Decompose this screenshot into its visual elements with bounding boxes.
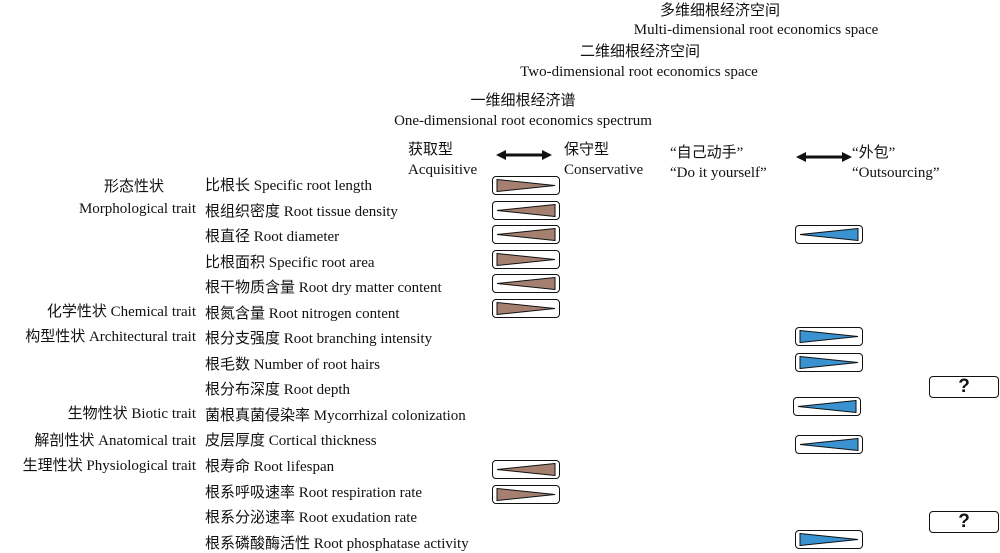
trait-label: 比根面积 Specific root area [205,255,375,271]
wedge-indicator-brown [492,225,560,244]
question-box: ? [929,511,999,533]
wedge-triangle [496,228,556,241]
one-dim-title-cn: 一维细根经济谱 [470,93,576,109]
trait-label: 比根长 Specific root length [205,178,373,194]
acquisitive-label-cn: 获取型 [408,142,454,158]
category-physiological: 生理性状 Physiological trait [22,458,196,474]
category-morphological-cn: 形态性状 [103,179,164,195]
question-box: ? [929,376,999,398]
wedge-triangle [496,277,556,290]
acquisitive-label-en: Acquisitive [408,162,478,178]
outsourcing-label-cn: “外包” [852,145,896,161]
wedge-triangle [799,356,859,369]
diy-outsourcing-arrow [796,152,852,162]
trait-label: 根氮含量 Root nitrogen content [205,306,400,322]
trait-label: 皮层厚度 Cortical thickness [205,433,377,449]
trait-label: 根干物质含量 Root dry matter content [205,280,442,296]
diy-label-cn: “自己动手” [670,145,744,161]
trait-label: 根直径 Root diameter [205,229,340,245]
wedge-triangle [496,302,556,315]
multi-dim-title-en: Multi-dimensional root economics space [633,22,879,38]
wedge-triangle [496,179,556,192]
conservative-label-cn: 保守型 [564,142,610,158]
wedge-indicator-brown [492,274,560,293]
two-dim-title-cn: 二维细根经济空间 [579,44,701,60]
conservative-label-en: Conservative [564,162,644,178]
wedge-indicator-blue [793,397,861,416]
two-dim-title-en: Two-dimensional root economics space [520,64,758,80]
outsourcing-label-en: “Outsourcing” [852,165,940,181]
wedge-indicator-brown [492,250,560,269]
wedge-triangle [496,204,556,217]
trait-label: 根系分泌速率 Root exudation rate [205,510,418,526]
wedge-indicator-brown [492,201,560,220]
wedge-indicator-brown [492,485,560,504]
wedge-triangle [799,533,859,546]
wedge-triangle [797,400,857,413]
multi-dim-title-cn: 多维细根经济空间 [659,3,781,19]
trait-label: 根系呼吸速率 Root respiration rate [205,485,423,501]
category-morphological-en: Morphological trait [78,201,196,217]
one-dim-title-en: One-dimensional root economics spectrum [394,113,652,129]
wedge-indicator-blue [795,435,863,454]
acquisitive-conservative-arrow [496,150,552,160]
trait-label: 根系磷酸酶活性 Root phosphatase activity [205,536,469,552]
category-chemical: 化学性状 Chemical trait [46,304,196,320]
category-biotic: 生物性状 Biotic trait [67,406,196,422]
wedge-indicator-blue [795,225,863,244]
trait-label: 根组织密度 Root tissue density [205,204,398,220]
wedge-indicator-blue [795,327,863,346]
diy-label-en: “Do it yourself” [670,165,767,181]
wedge-triangle [496,488,556,501]
trait-label: 根寿命 Root lifespan [205,459,335,475]
wedge-triangle [496,463,556,476]
trait-label: 根毛数 Number of root hairs [205,357,380,373]
wedge-indicator-blue [795,530,863,549]
trait-label: 根分支强度 Root branching intensity [205,331,433,347]
wedge-indicator-brown [492,176,560,195]
category-anatomical: 解剖性状 Anatomical trait [34,433,196,449]
wedge-triangle [799,330,859,343]
wedge-triangle [799,438,859,451]
category-architectural: 构型性状 Architectural trait [25,329,196,345]
trait-label: 根分布深度 Root depth [205,382,350,398]
wedge-indicator-brown [492,460,560,479]
wedge-indicator-blue [795,353,863,372]
wedge-triangle [496,253,556,266]
trait-label: 菌根真菌侵染率 Mycorrhizal colonization [205,408,466,424]
wedge-triangle [799,228,859,241]
wedge-indicator-brown [492,299,560,318]
